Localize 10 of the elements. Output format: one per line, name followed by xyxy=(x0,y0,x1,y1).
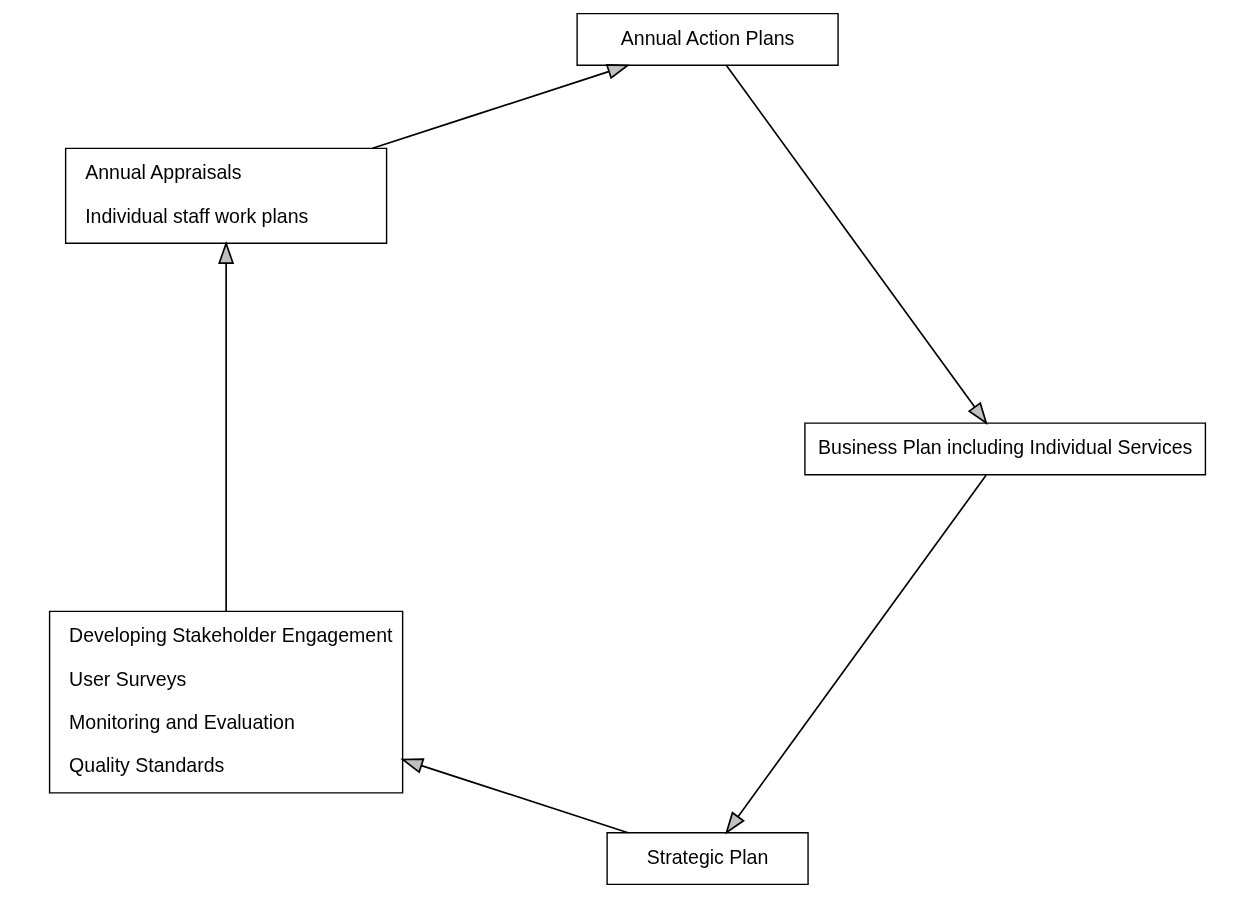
node-box: Annual Action Plans xyxy=(575,12,839,66)
arrow xyxy=(724,474,987,835)
arrow xyxy=(399,758,629,834)
arrow xyxy=(725,64,988,425)
node-box: Strategic Plan xyxy=(605,832,809,886)
arrow xyxy=(217,241,234,612)
node-box: Business Plan including Individual Services xyxy=(803,422,1206,476)
node-box: Developing Stakeholder Engagement User Surveys Monitoring and Evaluation Quality Standards xyxy=(48,610,403,794)
arrow xyxy=(371,64,630,150)
node-box: Annual Appraisals Individual staff work plans xyxy=(64,147,387,244)
